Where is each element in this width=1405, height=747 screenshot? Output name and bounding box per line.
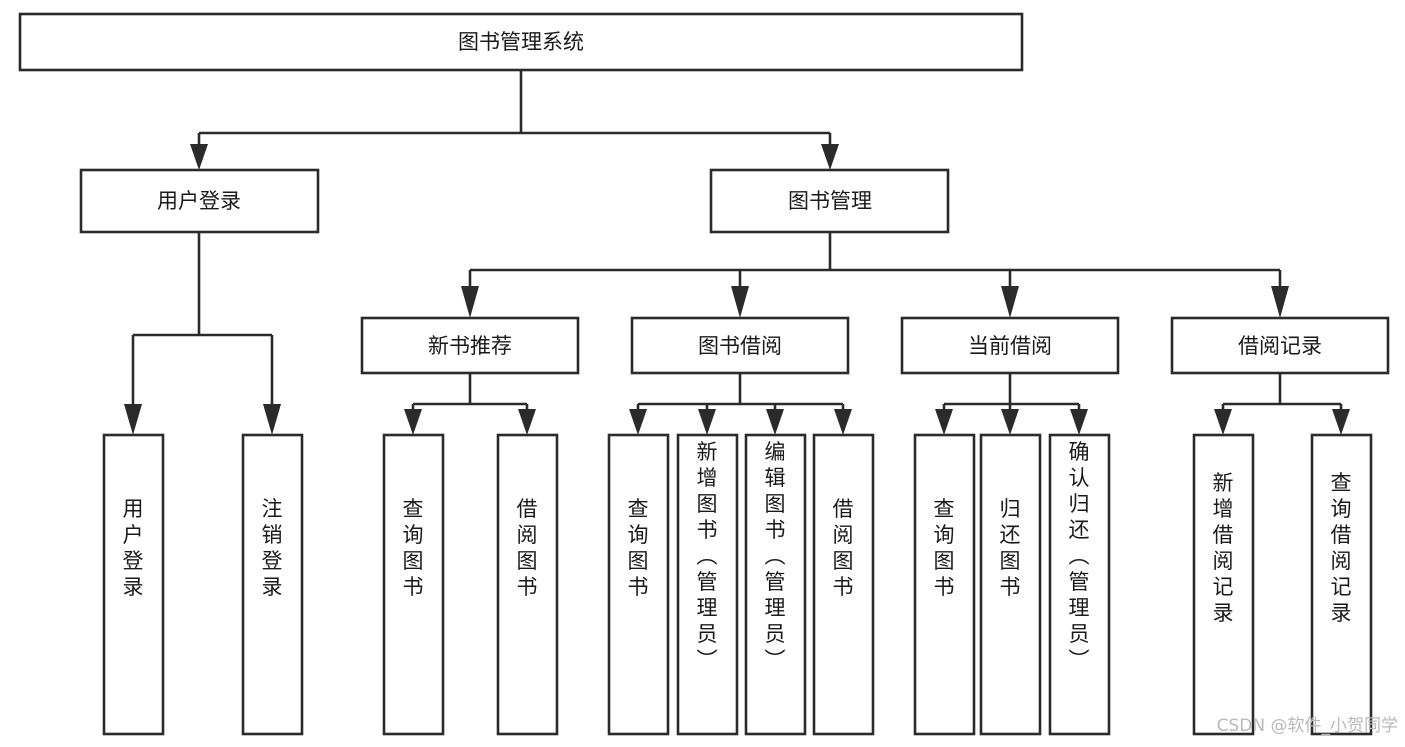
arrowhead-leaf-add-book xyxy=(698,409,716,435)
node-book-management-box[interactable] xyxy=(709,168,950,234)
arrowhead-leaf-confirm-return xyxy=(1070,409,1088,435)
arrowhead-leaf-borrow-book-2 xyxy=(834,409,852,435)
node-book-management[interactable]: 图书管理 xyxy=(709,168,950,234)
arrowhead-leaf-borrow-book-1 xyxy=(518,409,536,435)
leaf-confirm-return-label: 确认归还︵管理员︶ xyxy=(1069,440,1090,672)
leaf-user-login[interactable]: 用户登录 xyxy=(102,433,165,736)
leaf-query-book-2-label: 查询图书 xyxy=(628,497,649,599)
node-user-login-box[interactable] xyxy=(79,168,320,234)
arrowhead-leaf-return-book xyxy=(1001,409,1019,435)
arrowhead-user-login xyxy=(190,144,208,170)
arrowhead-leaf-add-record xyxy=(1214,409,1232,435)
leaf-query-book-3-box[interactable] xyxy=(913,433,976,736)
arrowhead-leaf-query-book-2 xyxy=(629,409,647,435)
leaf-query-book-1-box[interactable] xyxy=(382,433,445,736)
leaf-borrow-book-1[interactable]: 借阅图书 xyxy=(496,433,559,736)
leaf-query-book-1[interactable]: 查询图书 xyxy=(382,433,445,736)
leaf-return-book-box[interactable] xyxy=(979,433,1042,736)
leaf-add-book[interactable]: 新增图书︵管理员︶ xyxy=(676,433,739,736)
leaf-user-login-label: 用户登录 xyxy=(123,497,144,599)
node-new-book-recommend[interactable]: 新书推荐 xyxy=(360,316,580,375)
node-user-login[interactable]: 用户登录 xyxy=(79,168,320,234)
leaf-edit-book-label: 编辑图书︵管理员︶ xyxy=(765,440,786,672)
arrowhead-current-borrow xyxy=(1001,286,1019,318)
leaf-add-record[interactable]: 新增借阅记录 xyxy=(1192,433,1255,736)
leaf-confirm-return-box[interactable] xyxy=(1048,433,1111,736)
arrowhead-leaf-query-book-3 xyxy=(935,409,953,435)
node-root[interactable]: 图书管理系统 xyxy=(18,12,1024,72)
arrowhead-leaf-user-logout xyxy=(263,404,281,435)
leaf-edit-book-box[interactable] xyxy=(744,433,807,736)
leaf-query-book-1-label: 查询图书 xyxy=(403,497,424,599)
leaf-add-record-label: 新增借阅记录 xyxy=(1213,471,1234,625)
node-user-login-label: 用户登录 xyxy=(157,189,241,213)
leaf-return-book-label: 归还图书 xyxy=(1000,497,1021,599)
node-current-borrow[interactable]: 当前借阅 xyxy=(900,316,1120,375)
leaf-add-book-label: 新增图书︵管理员︶ xyxy=(697,440,718,672)
leaf-user-login-box[interactable] xyxy=(102,433,165,736)
arrowhead-book-management xyxy=(821,144,839,170)
node-new-book-recommend-label: 新书推荐 xyxy=(428,334,512,358)
leaf-borrow-book-1-box[interactable] xyxy=(496,433,559,736)
leaf-confirm-return[interactable]: 确认归还︵管理员︶ xyxy=(1048,433,1111,736)
node-current-borrow-box[interactable] xyxy=(900,316,1120,375)
node-book-borrow-label: 图书借阅 xyxy=(698,334,782,358)
leaf-user-logout-box[interactable] xyxy=(241,433,304,736)
node-current-borrow-label: 当前借阅 xyxy=(968,334,1052,358)
leaf-query-record-label: 查询借阅记录 xyxy=(1331,471,1352,625)
leaf-return-book[interactable]: 归还图书 xyxy=(979,433,1042,736)
leaf-query-book-3-label: 查询图书 xyxy=(934,497,955,599)
arrowhead-borrow-record xyxy=(1271,286,1289,318)
node-root-box[interactable] xyxy=(18,12,1024,72)
leaf-query-record-box[interactable] xyxy=(1310,433,1373,736)
arrowhead-new-book-recommend xyxy=(461,286,479,318)
leaf-add-record-box[interactable] xyxy=(1192,433,1255,736)
node-book-borrow-box[interactable] xyxy=(630,316,850,375)
node-borrow-record-box[interactable] xyxy=(1170,316,1390,375)
node-book-management-label: 图书管理 xyxy=(788,189,872,213)
leaf-borrow-book-1-label: 借阅图书 xyxy=(517,497,538,599)
arrowhead-leaf-query-book-1 xyxy=(404,409,422,435)
leaf-user-logout-label: 注销登录 xyxy=(262,497,283,599)
leaf-user-logout[interactable]: 注销登录 xyxy=(241,433,304,736)
leaf-borrow-book-2-label: 借阅图书 xyxy=(833,497,854,599)
arrowhead-book-borrow xyxy=(731,286,749,318)
node-new-book-recommend-box[interactable] xyxy=(360,316,580,375)
leaf-borrow-book-2[interactable]: 借阅图书 xyxy=(812,433,875,736)
leaf-query-book-2[interactable]: 查询图书 xyxy=(607,433,670,736)
leaf-query-record[interactable]: 查询借阅记录 xyxy=(1310,433,1373,736)
leaf-borrow-book-2-box[interactable] xyxy=(812,433,875,736)
node-borrow-record[interactable]: 借阅记录 xyxy=(1170,316,1390,375)
node-root-label: 图书管理系统 xyxy=(458,30,584,54)
arrowhead-leaf-query-record xyxy=(1332,409,1350,435)
leaf-edit-book[interactable]: 编辑图书︵管理员︶ xyxy=(744,433,807,736)
arrowhead-leaf-user-login xyxy=(124,404,142,435)
leaf-query-book-2-box[interactable] xyxy=(607,433,670,736)
arrowhead-leaf-edit-book xyxy=(766,409,784,435)
connector-layer xyxy=(124,70,1350,435)
node-borrow-record-label: 借阅记录 xyxy=(1238,334,1322,358)
leaf-query-book-3[interactable]: 查询图书 xyxy=(913,433,976,736)
node-book-borrow[interactable]: 图书借阅 xyxy=(630,316,850,375)
leaf-add-book-box[interactable] xyxy=(676,433,739,736)
watermark-label: CSDN @软件_小贺同学 xyxy=(1217,716,1398,736)
